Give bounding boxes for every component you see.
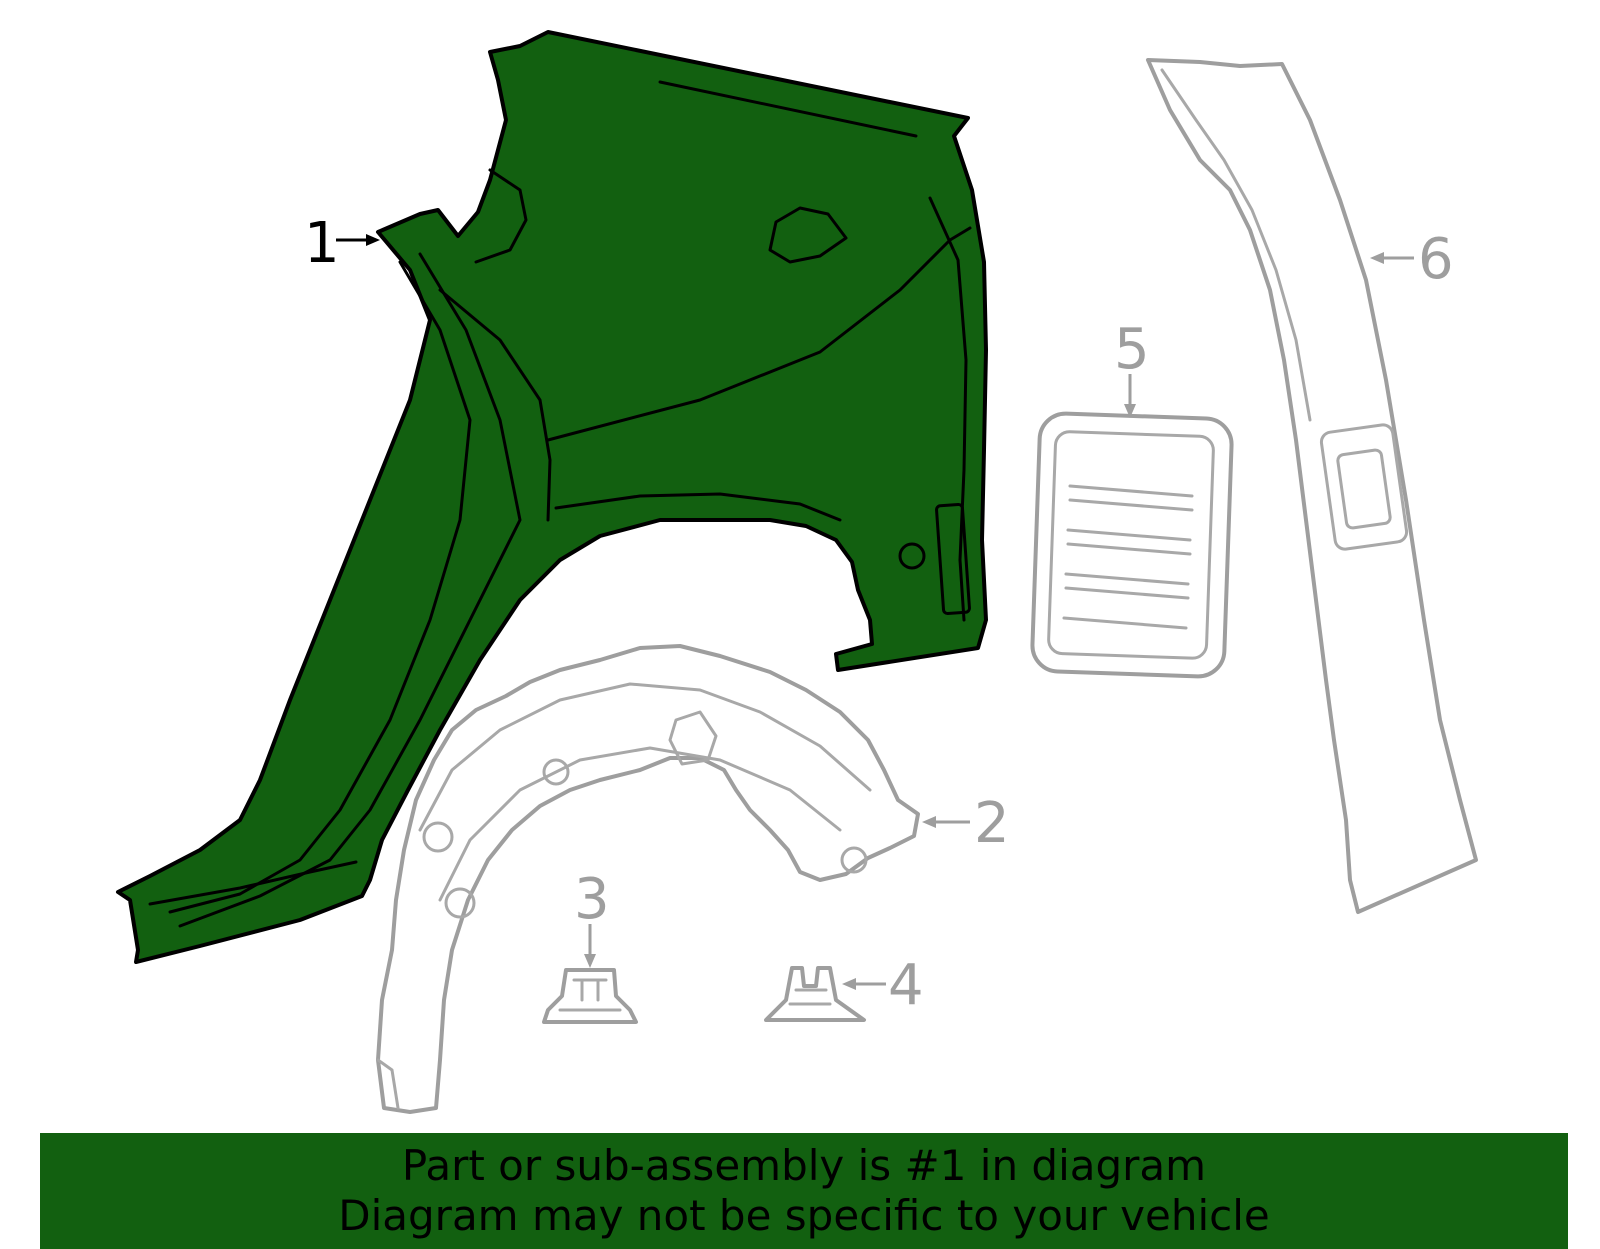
part-6-handle-pocket [1319, 423, 1409, 551]
part-5-louver-4 [1062, 616, 1188, 630]
part-2-clip-hole-2 [444, 887, 476, 919]
part-6-inner-edge [1160, 68, 1312, 422]
part-2-outline [376, 644, 920, 1114]
part-5-louver-1 [1068, 484, 1194, 512]
callout-3-label: 3 [574, 867, 610, 932]
info-banner: Part or sub-assembly is #1 in diagram Di… [40, 1133, 1568, 1249]
banner-line-2: Diagram may not be specific to your vehi… [338, 1191, 1270, 1240]
part-2-clip-hole-3 [542, 758, 570, 786]
arrowhead-4 [842, 978, 856, 990]
part-1-hole [898, 542, 926, 570]
part-1-rear-line [928, 196, 968, 622]
part-1-inner-arch [474, 168, 528, 264]
part-1-quarter-panel[interactable] [116, 30, 988, 964]
arrowhead-2 [922, 816, 936, 828]
callout-1-label: 1 [304, 211, 340, 276]
callout-4-label: 4 [888, 953, 924, 1018]
part-1-upper-bracket [768, 206, 848, 264]
part-1-pillar-line-a [168, 260, 472, 914]
arrowhead-6 [1370, 252, 1384, 264]
part-2-lower-tab [376, 1058, 400, 1110]
part-6-handle-inner [1336, 448, 1392, 530]
part-4-retainer[interactable] [764, 966, 866, 1022]
part-3-detail [558, 978, 622, 1012]
part-5-vent[interactable] [1030, 411, 1234, 679]
part-6-pillar[interactable] [1146, 58, 1478, 914]
callout-2-label: 2 [974, 791, 1010, 856]
part-5-louver-2 [1066, 528, 1192, 556]
part-1-window-edge [658, 80, 918, 138]
part-3-clip[interactable] [542, 968, 638, 1024]
part-4-detail [788, 988, 832, 1006]
part-4-outline [764, 966, 866, 1022]
banner-line-1: Part or sub-assembly is #1 in diagram [401, 1141, 1207, 1190]
leader-lines [336, 234, 1414, 990]
arrowhead-1 [366, 234, 380, 246]
part-1-fuel-pocket [935, 502, 971, 616]
part-5-outer-frame [1030, 411, 1234, 679]
part-1-door-line [438, 288, 552, 522]
part-5-inner-frame [1047, 430, 1215, 660]
part-1-wheel-lip [554, 492, 842, 522]
part-2-clip-hole-4 [840, 846, 868, 874]
part-2-inner-rib [418, 682, 872, 832]
part-6-outline [1146, 58, 1478, 914]
callout-5-label: 5 [1114, 317, 1150, 382]
part-1-belt-line [546, 226, 972, 442]
part-2-inner-rib-2 [438, 746, 842, 902]
arrowhead-5 [1124, 404, 1136, 418]
part-1-pillar-line-b [178, 252, 522, 928]
arrowhead-3 [584, 954, 596, 968]
part-5-louver-3 [1064, 572, 1190, 600]
callout-6-label: 6 [1418, 227, 1454, 292]
part-3-outline [542, 968, 638, 1024]
part-1-outline [116, 30, 988, 964]
part-2-wheelhouse-liner[interactable] [376, 644, 920, 1114]
part-2-mount [668, 710, 718, 766]
part-1-sill-line [148, 860, 358, 906]
part-2-clip-hole-1 [422, 821, 454, 853]
